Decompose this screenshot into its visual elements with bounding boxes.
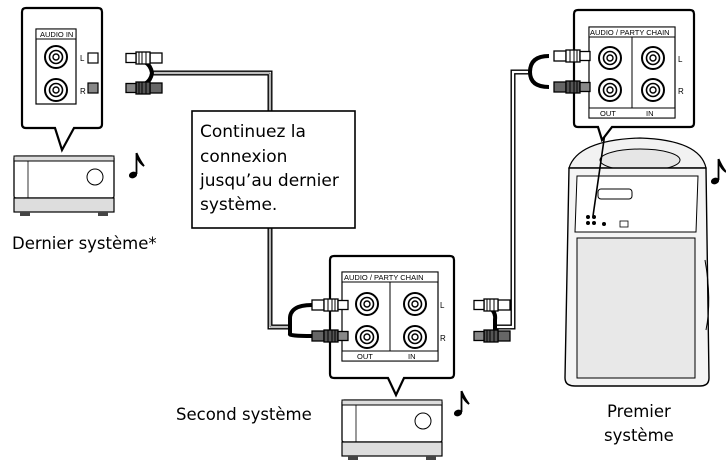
caption-first-system-line-1: Premier	[607, 402, 671, 421]
rca-plug-icon	[553, 49, 591, 63]
rca-plug-icon	[473, 298, 511, 312]
label-right: R	[440, 334, 446, 343]
cable-second-to-first	[495, 69, 530, 330]
label-out: OUT	[600, 109, 616, 118]
audio-system-icon	[341, 399, 443, 460]
rca-plug-icon	[473, 329, 511, 343]
panel-second-title: AUDIO / PARTY CHAIN	[344, 273, 424, 282]
label-left: L	[440, 301, 445, 310]
music-note-icon	[452, 390, 470, 419]
music-note-icon	[127, 152, 145, 181]
speaker-icon	[564, 137, 710, 387]
label-in: IN	[646, 109, 654, 118]
rca-plug-icon	[125, 81, 163, 95]
panel-connector-pointer	[586, 125, 607, 225]
jack-icon	[403, 325, 427, 349]
caption-second-system: Second système	[176, 405, 312, 424]
jack-icon	[598, 78, 622, 102]
jack-icon	[44, 78, 68, 102]
rca-plug-icon	[125, 51, 163, 65]
instruction-line-2: connexion	[200, 147, 287, 167]
jack-icon	[355, 292, 379, 316]
rca-plug-icon	[311, 298, 349, 312]
caption-first-system-line-2: système	[604, 426, 674, 445]
jack-icon	[355, 325, 379, 349]
jack-icon	[403, 292, 427, 316]
label-out: OUT	[357, 352, 373, 361]
panel-first-system: AUDIO / PARTY CHAIN OUT IN L R	[572, 8, 696, 143]
rca-plug-icon	[311, 329, 349, 343]
cable-split-second-left	[287, 303, 313, 338]
instruction-line-4: système.	[200, 195, 277, 215]
jack-icon	[44, 45, 68, 69]
label-left: L	[678, 55, 683, 64]
jack-icon	[641, 78, 665, 102]
panel-last-system: AUDIO IN L R	[20, 6, 104, 153]
jack-icon	[598, 46, 622, 70]
rca-plug-icon	[553, 80, 591, 94]
jack-icon	[641, 46, 665, 70]
label-right: R	[678, 87, 684, 96]
instruction-box: Continuez la connexion jusqu’au dernier …	[191, 110, 356, 229]
music-note-icon	[709, 158, 726, 187]
cable-split-first	[527, 54, 550, 89]
label-left: L	[80, 54, 85, 63]
label-in: IN	[408, 352, 416, 361]
instruction-line-1: Continuez la	[200, 122, 306, 142]
label-right: R	[80, 87, 86, 96]
caption-last-system: Dernier système*	[12, 234, 157, 253]
panel-first-title: AUDIO / PARTY CHAIN	[590, 28, 670, 37]
audio-system-icon	[13, 155, 115, 216]
instruction-line-3: jusqu’au dernier	[199, 171, 339, 191]
panel-second-system: AUDIO / PARTY CHAIN OUT IN L R	[328, 254, 456, 398]
panel-last-title: AUDIO IN	[40, 30, 73, 39]
